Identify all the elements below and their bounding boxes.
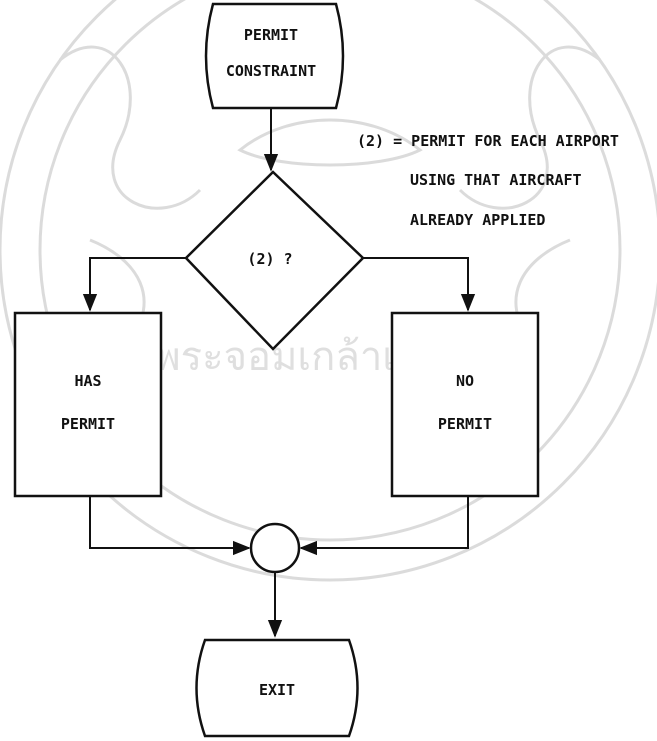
- merge-connector-circle: [251, 524, 299, 572]
- connector-decision-to-no: [363, 258, 468, 310]
- connector-yes-to-merge: [90, 496, 249, 548]
- start-terminator: [206, 4, 343, 108]
- exit-label: EXIT: [259, 681, 295, 699]
- has-permit-line2: PERMIT: [61, 415, 115, 433]
- note-line2: USING THAT AIRCRAFT: [410, 171, 582, 189]
- has-permit-box: [15, 313, 161, 496]
- decision-label: (2) ?: [247, 250, 292, 268]
- start-label-line1: PERMIT: [244, 26, 298, 44]
- note-line3: ALREADY APPLIED: [410, 211, 545, 229]
- has-permit-line1: HAS: [74, 372, 101, 390]
- no-permit-box: [392, 313, 538, 496]
- connector-decision-to-yes: [90, 258, 186, 310]
- start-label-line2: CONSTRAINT: [226, 62, 316, 80]
- note-line1: (2) = PERMIT FOR EACH AIRPORT: [357, 132, 619, 150]
- no-permit-line1: NO: [456, 372, 474, 390]
- no-permit-line2: PERMIT: [438, 415, 492, 433]
